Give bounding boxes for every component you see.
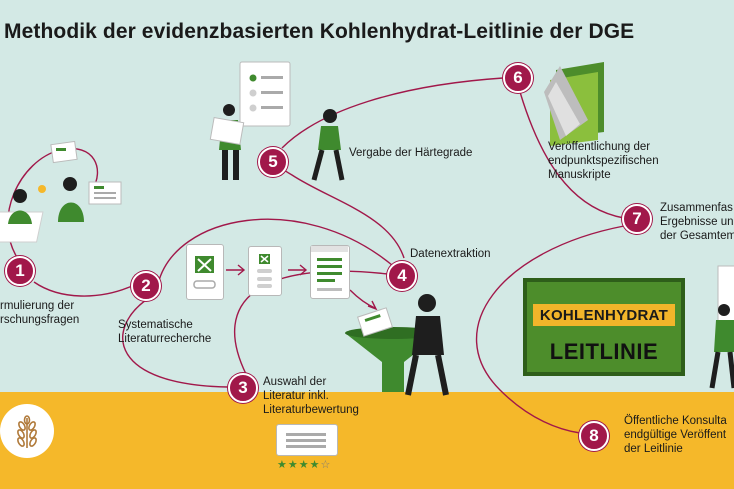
step-1-label-line: rmulierung der <box>0 300 75 312</box>
wheat-logo-icon <box>17 415 37 448</box>
step-6-label-line: endpunktspezifischen <box>548 155 659 167</box>
step-5-label-line: Vergabe der Härtegrade <box>349 147 473 159</box>
step-8-label: Öffentliche Konsulta endgültige Veröffen… <box>624 414 727 456</box>
connector-7-8 <box>475 225 625 434</box>
step-3-label-line: Literatur inkl. <box>263 390 329 402</box>
step-1-marker: 1 <box>5 256 35 286</box>
excel-document-card-small <box>248 246 282 296</box>
step-6-label-line: Veröffentlichung der <box>548 141 651 153</box>
connector-2-3 <box>122 299 229 388</box>
step-4-label: Datenextraktion <box>410 247 491 261</box>
consultation-person-illustration <box>709 265 734 389</box>
guideline-sign: KOHLENHYDRAT LEITLINIE <box>523 278 685 376</box>
wheat-logo <box>0 404 54 458</box>
step-7-label-line: Zusammenfas <box>660 202 733 214</box>
excel-document-card <box>186 244 224 300</box>
step-7-label: Zusammenfas Ergebnisse un der Gesamtem <box>660 201 734 243</box>
step-6-label: Veröffentlichung der endpunktspezifische… <box>548 140 659 182</box>
meeting-illustration <box>0 140 122 243</box>
checklist-icon <box>311 246 348 291</box>
literature-rating-card <box>276 424 338 456</box>
step-3-label-line: Auswahl der <box>263 376 327 388</box>
connector-1-cycle <box>7 147 99 263</box>
connector-2-4 <box>157 218 393 285</box>
step-8-label-line: der Leitlinie <box>624 443 683 455</box>
step-2-marker: 2 <box>131 271 161 301</box>
step-3-label-line: Literaturbewertung <box>263 404 359 416</box>
rating-stars: ★★★★☆ <box>277 458 331 471</box>
connector-5-6 <box>281 77 504 149</box>
step-1-label-line: rschungsfragen <box>0 314 80 326</box>
manuscript-stack-icon <box>544 62 604 146</box>
step-3-marker: 3 <box>228 373 258 403</box>
step-5-marker: 5 <box>258 147 288 177</box>
connector-6-7 <box>519 91 625 219</box>
step-6-label-line: Manuskripte <box>548 169 611 181</box>
step-8-marker: 8 <box>579 421 609 451</box>
step-2-label-line: Systematische <box>118 319 193 331</box>
step-1-label: rmulierung der rschungsfragen <box>0 299 79 327</box>
step-6-marker: 6 <box>503 63 533 93</box>
excel-document-icon <box>193 256 216 289</box>
diagram-title: Methodik der evidenzbasierten Kohlenhydr… <box>4 20 635 43</box>
rating-stars-empty: ☆ <box>320 459 332 471</box>
step-4-marker: 4 <box>387 261 417 291</box>
step-3-label: Auswahl der Literatur inkl. Literaturbew… <box>263 375 359 417</box>
ground-strip <box>0 392 734 489</box>
step-8-label-line: endgültige Veröffent <box>624 429 727 441</box>
step-5-label: Vergabe der Härtegrade <box>349 146 472 160</box>
step-2-label: Systematische Literaturrecherche <box>118 318 211 346</box>
arrow-down-icon <box>349 289 376 309</box>
step-2-label-line: Literaturrecherche <box>118 333 212 345</box>
rating-stars-filled: ★★★★ <box>277 459 321 471</box>
sign-bottom-text: LEITLINIE <box>549 339 659 364</box>
sign-top-text: KOHLENHYDRAT <box>533 304 675 326</box>
step-8-label-line: Öffentliche Konsulta <box>624 415 727 427</box>
step-4-label-line: Datenextraktion <box>410 248 491 260</box>
grading-illustration <box>209 61 345 181</box>
data-sheet-card <box>310 245 350 299</box>
step-7-label-line: Ergebnisse un <box>660 216 734 228</box>
extraction-person-illustration <box>357 294 449 396</box>
excel-document-icon <box>257 254 272 288</box>
document-lines-icon <box>286 433 326 448</box>
connector-1-2 <box>33 281 133 297</box>
step-7-label-line: der Gesamtem <box>660 230 734 242</box>
step-7-marker: 7 <box>622 204 652 234</box>
